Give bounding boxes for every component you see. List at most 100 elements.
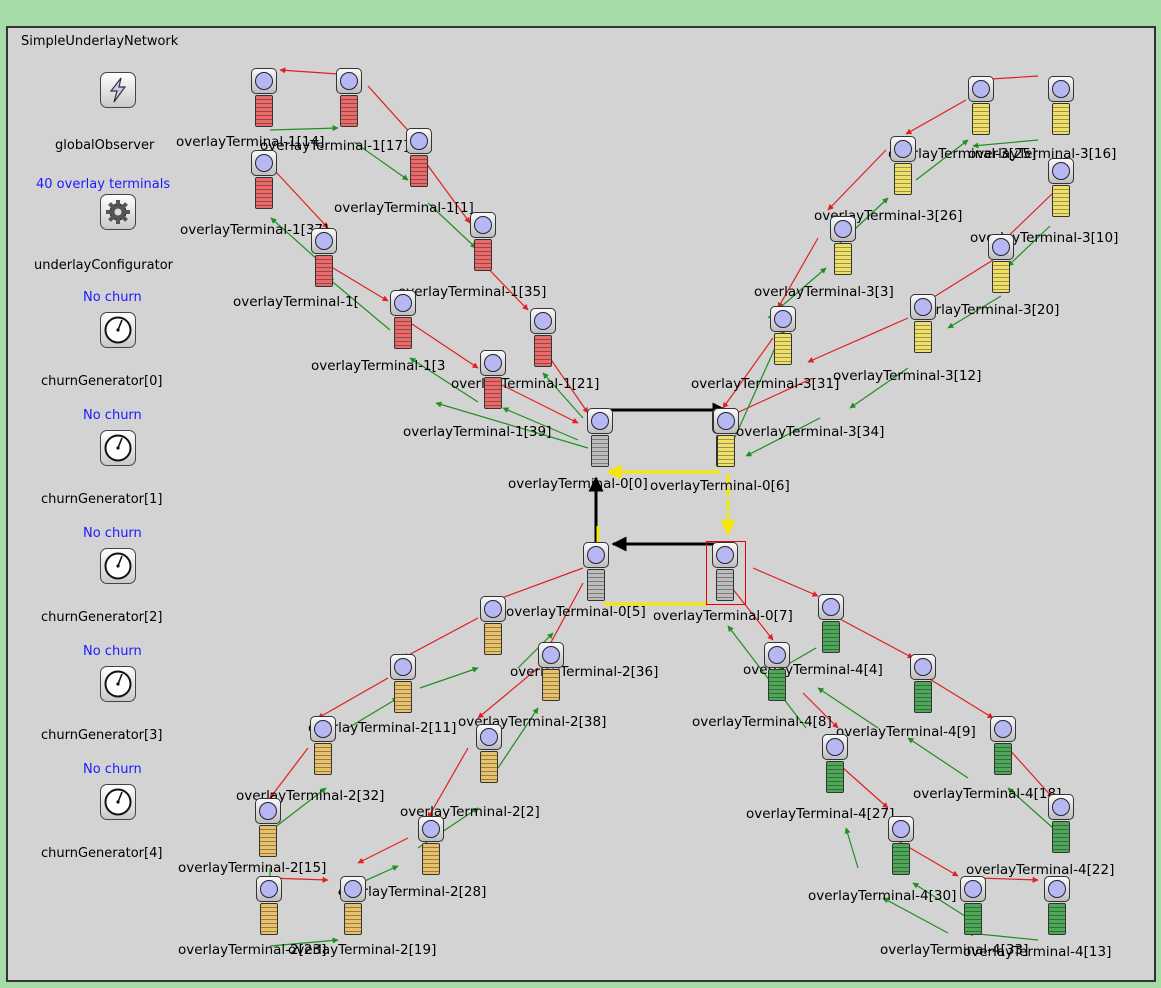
overlay-terminal-node[interactable]: [828, 216, 858, 278]
overlay-terminal-node[interactable]: [478, 350, 508, 412]
overlay-terminal-node[interactable]: [249, 150, 279, 212]
underlay-configurator-module[interactable]: [100, 194, 136, 230]
terminal-body: [480, 751, 498, 783]
churn-generator-module[interactable]: [100, 548, 136, 584]
overlay-terminal-label: overlayTerminal-2[11]: [308, 720, 457, 736]
churn-generator-module[interactable]: [100, 430, 136, 466]
terminal-body: [587, 569, 605, 601]
overlay-terminal-label: overlayTerminal-4[22]: [966, 862, 1115, 878]
terminal-body: [768, 669, 786, 701]
overlay-terminal-node[interactable]: [988, 716, 1018, 778]
overlay-terminal-node[interactable]: [1046, 794, 1076, 856]
overlay-terminal-label: overlayTerminal-1[: [233, 294, 359, 310]
terminal-icon: [311, 228, 337, 254]
terminal-icon: [418, 816, 444, 842]
churn-generator-module[interactable]: [100, 784, 136, 820]
gauge-icon: [104, 316, 132, 344]
terminal-icon: [712, 542, 738, 568]
terminal-icon: [910, 294, 936, 320]
overlay-terminal-node[interactable]: [908, 294, 938, 356]
overlay-terminal-node[interactable]: [768, 306, 798, 368]
terminal-icon: [1048, 794, 1074, 820]
terminal-icon: [480, 596, 506, 622]
overlay-terminal-label: overlayTerminal-4[18]: [913, 786, 1062, 802]
overlay-terminal-label: overlayTerminal-0[7]: [653, 608, 793, 624]
overlay-terminal-label: overlayTerminal-4[33]: [880, 942, 1029, 958]
overlay-terminal-node[interactable]: [474, 724, 504, 786]
overlay-terminal-node[interactable]: [762, 642, 792, 704]
terminal-body: [422, 843, 440, 875]
terminal-icon: [251, 68, 277, 94]
overlay-terminal-label: overlayTerminal-4[30]: [808, 888, 957, 904]
network-canvas[interactable]: SimpleUnderlayNetwork: [6, 26, 1156, 982]
terminal-icon: [583, 542, 609, 568]
overlay-terminal-label: overlayTerminal-2[15]: [178, 860, 327, 876]
overlay-terminal-node[interactable]: [908, 654, 938, 716]
overlay-terminal-node[interactable]: [536, 642, 566, 704]
overlay-terminal-label: overlayTerminal-3[3]: [754, 284, 894, 300]
overlay-terminal-label: overlayTerminal-0[5]: [506, 604, 646, 620]
terminal-icon: [390, 654, 416, 680]
overlay-terminal-node[interactable]: [581, 542, 611, 604]
overlay-terminal-node[interactable]: [338, 876, 368, 938]
overlay-terminal-node[interactable]: [253, 798, 283, 860]
overlay-terminal-label: overlayTerminal-0[6]: [650, 478, 790, 494]
terminal-body: [344, 903, 362, 935]
overlay-terminal-label: overlayTerminal-1[21]: [451, 376, 600, 392]
overlay-terminal-node[interactable]: [1042, 876, 1072, 938]
overlay-terminal-label: overlayTerminal-4[8]: [692, 714, 832, 730]
overlay-terminal-node[interactable]: [308, 716, 338, 778]
overlay-terminal-node[interactable]: [416, 816, 446, 878]
overlay-terminal-node[interactable]: [334, 68, 364, 130]
global-observer-label: globalObserver: [55, 138, 155, 153]
churn-note: No churn: [83, 644, 142, 659]
terminal-body: [315, 255, 333, 287]
terminal-body: [255, 95, 273, 127]
terminal-body: [992, 261, 1010, 293]
overlay-terminal-node[interactable]: [820, 734, 850, 796]
terminal-body: [484, 377, 502, 409]
terminal-body: [914, 681, 932, 713]
terminal-icon: [336, 68, 362, 94]
overlay-terminal-label: overlayTerminal-1[37]: [180, 222, 329, 238]
overlay-terminal-node[interactable]: [1046, 76, 1076, 138]
overlay-terminal-node[interactable]: [1046, 158, 1076, 220]
global-observer-module[interactable]: [100, 72, 136, 108]
churn-generator-label: churnGenerator[1]: [41, 492, 163, 507]
selection-box: [706, 541, 746, 605]
overlay-terminal-label: overlayTerminal-3[16]: [968, 146, 1117, 162]
overlay-terminal-node[interactable]: [958, 876, 988, 938]
overlay-terminal-node[interactable]: [710, 542, 740, 604]
overlay-terminal-node[interactable]: [478, 596, 508, 658]
overlay-terminal-node[interactable]: [404, 128, 434, 190]
terminal-icon: [910, 654, 936, 680]
overlay-terminal-label: overlayTerminal-4[27]: [746, 806, 895, 822]
overlay-terminal-node[interactable]: [388, 290, 418, 352]
gauge-icon: [104, 788, 132, 816]
terminal-icon: [530, 308, 556, 334]
terminal-body: [892, 843, 910, 875]
overlay-terminal-node[interactable]: [468, 212, 498, 274]
overlay-terminal-node[interactable]: [986, 234, 1016, 296]
overlay-terminal-node[interactable]: [388, 654, 418, 716]
overlay-terminal-node[interactable]: [886, 816, 916, 878]
churn-generator-module[interactable]: [100, 312, 136, 348]
terminal-icon: [340, 876, 366, 902]
overlay-terminal-node[interactable]: [711, 408, 741, 470]
gear-icon: [106, 200, 130, 224]
overlay-terminal-node[interactable]: [249, 68, 279, 130]
churn-generator-label: churnGenerator[3]: [41, 728, 163, 743]
terminal-body: [260, 903, 278, 935]
overlay-terminal-node[interactable]: [309, 228, 339, 290]
terminal-icon: [470, 212, 496, 238]
churn-generator-module[interactable]: [100, 666, 136, 702]
overlay-terminal-node[interactable]: [888, 136, 918, 198]
overlay-terminal-node[interactable]: [966, 76, 996, 138]
terminal-body: [716, 569, 734, 601]
gauge-icon: [104, 552, 132, 580]
overlay-terminal-node[interactable]: [816, 594, 846, 656]
overlay-terminal-node[interactable]: [528, 308, 558, 370]
overlay-terminal-node[interactable]: [254, 876, 284, 938]
overlay-terminal-node[interactable]: [585, 408, 615, 470]
terminal-icon: [990, 716, 1016, 742]
